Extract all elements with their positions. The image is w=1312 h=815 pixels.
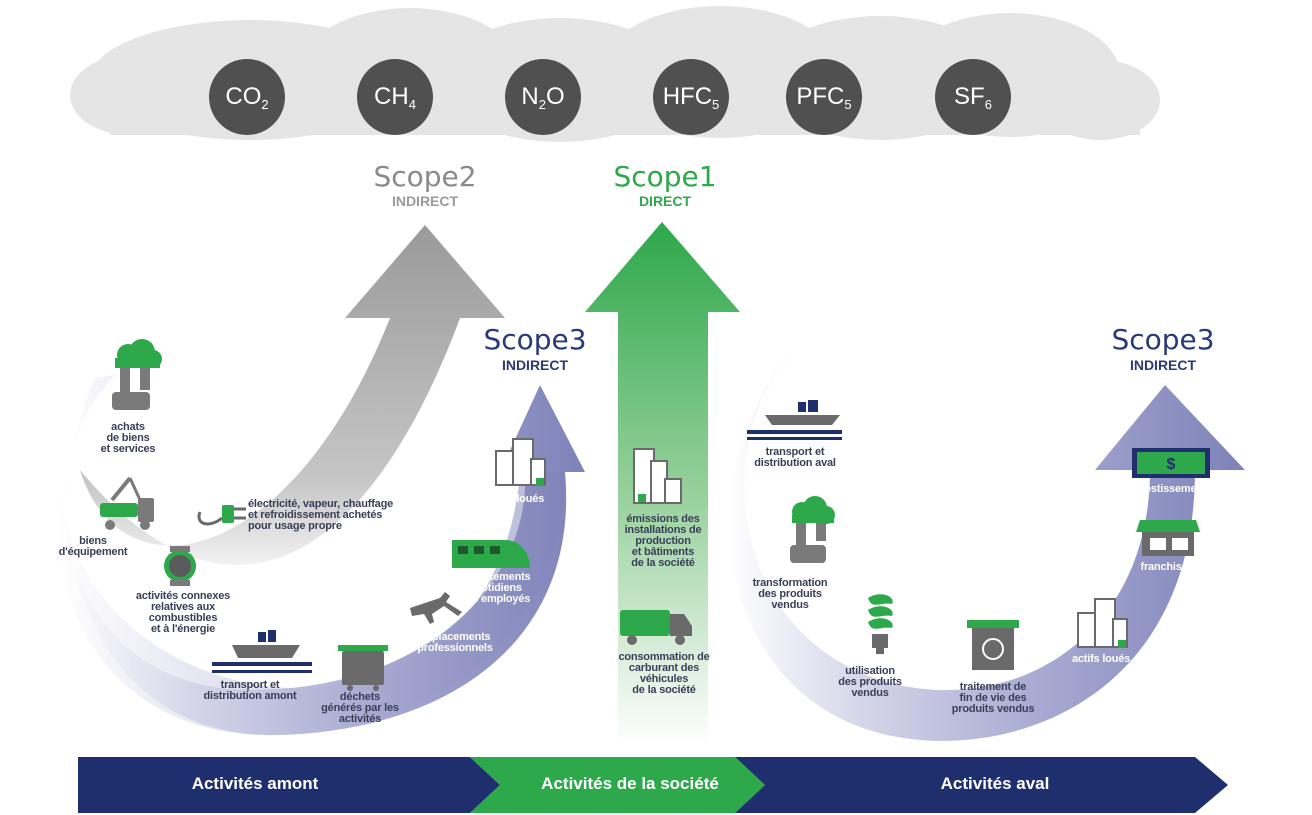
- scope3-upstream-type: INDIRECT: [501, 357, 569, 373]
- label-achats: achats de biens et services: [100, 421, 156, 455]
- gas-n2o-tail: O: [545, 83, 565, 110]
- scope3-downstream-type: INDIRECT: [1129, 357, 1197, 373]
- scope2-title: Scope2: [373, 160, 477, 193]
- label-activites-connexes: activités connexes relatives aux combust…: [135, 590, 231, 635]
- plug-icon: [197, 505, 246, 526]
- band-label-amont: Activités amont: [191, 774, 319, 793]
- gas-ch4-subscript: 4: [408, 97, 416, 112]
- svg-text:$: $: [1167, 456, 1176, 473]
- label-traitement: traitement de fin de vie des produits ve…: [951, 681, 1035, 715]
- gas-n2o: N2O: [505, 59, 581, 135]
- gas-co2-formula: CO: [225, 83, 262, 110]
- gas-sf6: SF6: [935, 59, 1011, 135]
- label-transport-aval: transport et distribution aval: [754, 446, 836, 469]
- factory-icon-downstream: [790, 496, 835, 563]
- scope3-downstream-title: Scope3: [1111, 323, 1215, 356]
- gas-ch4-formula: CH: [374, 83, 409, 110]
- gas-pfcs-formula: PFC: [796, 83, 845, 110]
- energy-gear-icon: [164, 546, 196, 586]
- ship-icon-upstream: [212, 630, 312, 673]
- airplane-icon: [410, 592, 462, 624]
- company-truck-icon: [620, 610, 692, 645]
- label-investissements: investissements: [1129, 483, 1213, 495]
- label-consommation-carburant: consommation de carburant des véhicules …: [618, 651, 710, 696]
- label-transport-amont: transport et distribution amont: [203, 679, 297, 702]
- band-label-societe: Activités de la société: [541, 774, 719, 793]
- gas-ch4: CH4: [357, 59, 433, 135]
- label-biens-equipement: biens d'équipement: [58, 535, 128, 558]
- gas-co2-subscript: 2: [261, 97, 269, 112]
- gas-sf6-formula: SF: [954, 83, 985, 110]
- buildings-icon-upstream: [495, 438, 546, 486]
- scope3-upstream-arrow-body: [56, 470, 565, 735]
- band-label-aval: Activités aval: [940, 774, 1050, 793]
- scope1-title: Scope1: [613, 160, 717, 193]
- light-bulb-icon: [868, 594, 893, 654]
- label-electricite: électricité, vapeur, chauffage et refroi…: [248, 498, 394, 532]
- label-deplacements-quotidiens: déplacements quotidiens des employés: [459, 571, 531, 605]
- train-icon: [452, 540, 530, 568]
- recycle-bin-icon: [967, 620, 1019, 670]
- equipment-truck-icon: [100, 476, 154, 530]
- factory-icon: [112, 339, 162, 410]
- buildings-icon-downstream: [1077, 598, 1128, 648]
- label-franchises: franchises: [1140, 561, 1194, 573]
- gas-pfcs: PFC5: [786, 59, 862, 135]
- label-actifs-loues-upstream: actifs loués: [485, 493, 545, 505]
- gas-sf6-subscript: 6: [984, 97, 992, 112]
- scope1-type: DIRECT: [638, 193, 692, 209]
- scope2-type: INDIRECT: [391, 193, 459, 209]
- scope2-arrow: [80, 225, 505, 565]
- gas-n2o-formula: N: [521, 83, 539, 110]
- gas-n2o-subscript: 2: [538, 97, 546, 112]
- gas-pfcs-subscript: 5: [844, 97, 852, 112]
- label-dechets: déchets générés par les activités: [321, 691, 399, 725]
- gas-hfcs-formula: HFC: [662, 83, 713, 110]
- label-transformation: transformation des produits vendus: [752, 577, 828, 611]
- company-buildings-icon: [633, 448, 682, 504]
- label-utilisation: utilisation des produits vendus: [838, 665, 902, 699]
- label-actifs-loues-downstream: actifs loués: [1071, 653, 1131, 665]
- waste-bin-icon: [338, 645, 388, 691]
- money-icon: $: [1132, 448, 1210, 478]
- gas-hfcs-subscript: 5: [712, 97, 720, 112]
- label-emissions-societe: émissions des installations de productio…: [624, 513, 702, 569]
- gas-co2: CO2: [209, 59, 285, 135]
- activity-band: [78, 757, 1228, 813]
- gas-hfcs: HFC5: [653, 59, 729, 135]
- scope3-upstream-title: Scope3: [483, 323, 587, 356]
- ship-icon-downstream: [747, 400, 842, 440]
- franchise-shop-icon: [1136, 520, 1200, 556]
- label-deplacements-pro: déplacements professionnels: [417, 631, 493, 654]
